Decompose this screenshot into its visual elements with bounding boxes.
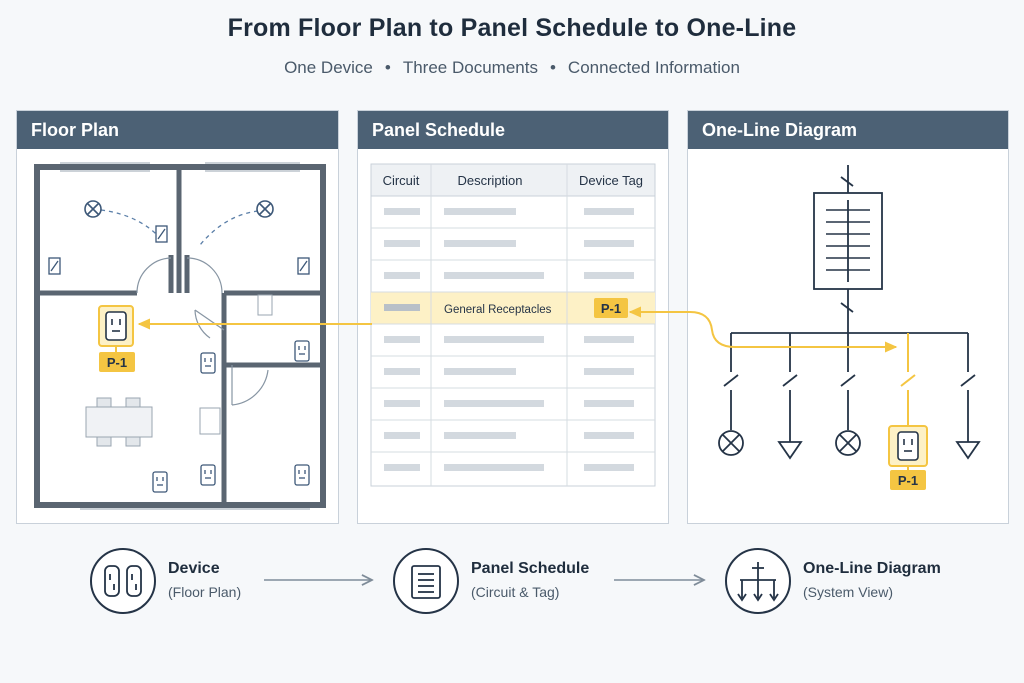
subtitle-separator: • xyxy=(384,58,391,77)
page-title: From Floor Plan to Panel Schedule to One… xyxy=(227,14,797,42)
flow-step-sublabel: (Circuit & Tag) xyxy=(471,584,560,600)
panel-schedule-title: Panel Schedule xyxy=(358,111,668,149)
subtitle-separator: • xyxy=(549,58,556,77)
flow-step-sublabel: (Floor Plan) xyxy=(168,584,242,600)
receptacle-icon-circle xyxy=(90,548,156,614)
flow-step-label: Device xyxy=(168,560,220,577)
subtitle-part-information: Connected Information xyxy=(567,58,740,77)
document-list-icon-circle xyxy=(393,548,459,614)
flow-step-label: One-Line Diagram xyxy=(803,560,941,577)
flow-step-label: Panel Schedule xyxy=(471,560,590,577)
one-line-icon-circle xyxy=(725,548,791,614)
flow-step-sublabel: (System View) xyxy=(803,584,893,600)
panel-schedule-panel: Panel Schedule xyxy=(357,110,669,524)
subtitle-part-device: One Device xyxy=(284,58,373,77)
floor-plan-panel: Floor Plan xyxy=(16,110,339,524)
subtitle-part-documents: Three Documents xyxy=(402,58,538,77)
one-line-title: One-Line Diagram xyxy=(688,111,1008,149)
page-subtitle: One Device • Three Documents • Connected Inf… xyxy=(0,58,1024,78)
one-line-panel: One-Line Diagram xyxy=(687,110,1009,524)
floor-plan-title: Floor Plan xyxy=(17,111,338,149)
